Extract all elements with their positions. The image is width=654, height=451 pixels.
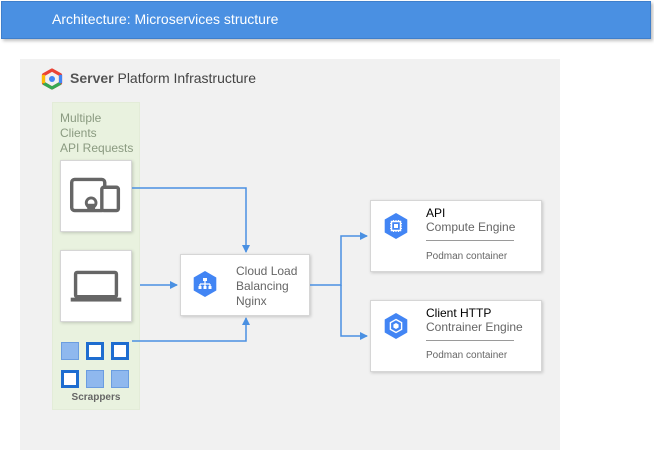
api-engine-title: API (426, 206, 446, 220)
platform-title-rest: Platform Infrastructure (117, 70, 256, 86)
api-engine-divider (426, 240, 514, 241)
scrapper-tile (61, 342, 79, 360)
devices-card[interactable] (60, 160, 132, 232)
scrapper-tile (86, 370, 104, 388)
load-balancer-label-line: Balancing (236, 279, 289, 293)
laptop-card[interactable] (60, 250, 132, 322)
clients-label-line: Clients (60, 126, 97, 140)
google-cloud-logo-icon (41, 68, 63, 90)
client-http-engine-footer: Podman container (426, 350, 508, 361)
load-balancing-icon (193, 271, 217, 297)
devices-icon (69, 177, 121, 213)
platform-title-bold: Server (70, 70, 114, 86)
load-balancer-label: Cloud Load Balancing Nginx (236, 264, 297, 309)
laptop-icon (70, 270, 122, 302)
clients-label-line: Multiple (60, 111, 102, 125)
api-engine-footer: Podman container (426, 251, 508, 262)
client-http-engine-subtitle: Contrainer Engine (426, 320, 523, 334)
scrapper-tile (111, 370, 129, 388)
client-http-engine-divider (426, 340, 514, 341)
scrapper-tile (111, 342, 129, 360)
clients-label: Multiple Clients API Requests (60, 111, 140, 156)
scrapper-tile (86, 342, 104, 360)
title-bar (1, 1, 651, 39)
load-balancer-label-line: Nginx (236, 294, 267, 308)
api-engine-subtitle: Compute Engine (426, 220, 516, 234)
scrapper-tile (61, 370, 79, 388)
scrappers-label: Scrappers (71, 392, 121, 403)
clients-label-line: API Requests (60, 141, 134, 155)
compute-engine-icon (384, 213, 408, 239)
page-title: Architecture: Microservices structure (52, 11, 279, 27)
container-engine-icon (384, 313, 408, 339)
client-http-engine-title: Client HTTP (426, 306, 492, 320)
platform-title: Server Platform Infrastructure (70, 70, 256, 86)
load-balancer-label-line: Cloud Load (236, 264, 298, 278)
